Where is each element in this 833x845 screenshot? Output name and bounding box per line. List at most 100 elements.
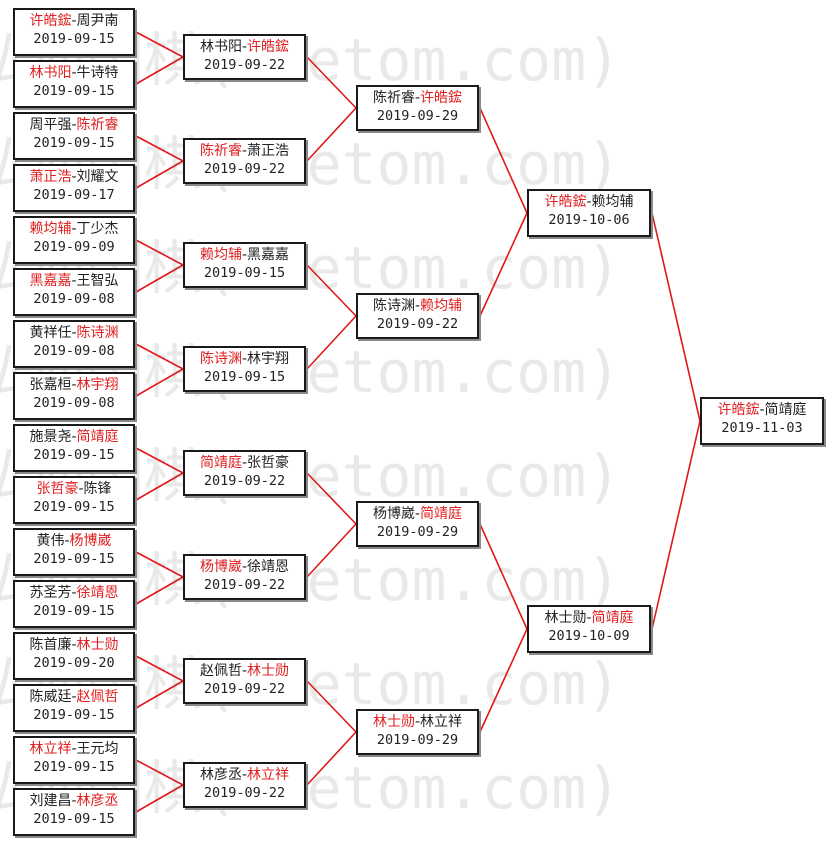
player-name: 林立祥	[247, 767, 290, 783]
player-name: 林士勋	[372, 714, 415, 730]
separator: -	[241, 351, 248, 367]
connector-line	[306, 523, 357, 578]
match-box: 林士勋-林立祥 2019-09-29	[356, 709, 479, 755]
separator: -	[71, 117, 77, 133]
match-date: 2019-09-15	[33, 135, 115, 151]
connector-line	[135, 56, 184, 85]
separator: -	[71, 689, 77, 705]
player-name: 林立祥	[29, 741, 72, 757]
player-name: 林书阳	[29, 65, 72, 81]
player-name: 周平强	[29, 117, 72, 133]
player-name: 杨博崴	[69, 533, 112, 549]
player-name: 萧正浩	[247, 143, 290, 159]
match-players: 张嘉桓-林宇翔	[15, 376, 133, 394]
connector-line	[306, 107, 357, 162]
match-players: 林书阳-许皓鋐	[185, 38, 304, 56]
match-players: 陈诗渊-赖均辅	[358, 297, 477, 315]
match-players: 赖均辅-丁少杰	[15, 220, 133, 238]
match-players: 萧正浩-刘耀文	[15, 168, 133, 186]
match-date: 2019-09-22	[203, 577, 286, 593]
player-name: 许皓鋐	[247, 39, 290, 55]
connector-line	[135, 135, 184, 162]
connector-line	[135, 160, 184, 189]
player-name: 张嘉桓	[29, 377, 72, 393]
match-date: 2019-09-09	[33, 239, 115, 255]
player-name: 许皓鋐	[717, 402, 760, 418]
player-name: 简靖庭	[420, 506, 463, 522]
player-name: 陈祈睿	[76, 117, 119, 133]
player-name: 赖均辅	[591, 194, 634, 210]
match-players: 许皓鋐-简靖庭	[702, 401, 822, 419]
player-name: 赖均辅	[29, 221, 72, 237]
separator: -	[71, 793, 77, 809]
match-date: 2019-09-22	[203, 473, 286, 489]
player-name: 周尹南	[76, 13, 119, 29]
separator: -	[71, 169, 77, 185]
separator: -	[759, 402, 765, 418]
match-date: 2019-09-08	[33, 291, 115, 307]
player-name: 徐靖恩	[247, 559, 290, 575]
match-players: 黑嘉嘉-王智弘	[15, 272, 133, 290]
match-date: 2019-09-29	[376, 524, 459, 540]
separator: -	[241, 247, 248, 263]
separator: -	[71, 741, 77, 757]
connector-line	[135, 759, 184, 786]
player-name: 黄祥任	[29, 325, 72, 341]
connector-line	[135, 784, 184, 813]
connector-line	[651, 420, 701, 630]
match-date: 2019-09-15	[203, 369, 286, 385]
separator: -	[71, 377, 77, 393]
player-name: 徐靖恩	[76, 585, 119, 601]
separator: -	[414, 298, 421, 314]
separator: -	[71, 585, 77, 601]
match-players: 杨博崴-简靖庭	[358, 505, 477, 523]
player-name: 林士勋	[76, 637, 119, 653]
match-date: 2019-09-15	[33, 83, 115, 99]
match-date: 2019-09-20	[33, 655, 115, 671]
player-name: 林书阳	[199, 39, 242, 55]
connector-line	[135, 472, 184, 501]
connector-line	[135, 239, 184, 266]
player-name: 许皓鋐	[29, 13, 72, 29]
match-date: 2019-09-22	[203, 57, 286, 73]
match-players: 黄伟-杨博崴	[15, 532, 133, 550]
player-name: 林宇翔	[76, 377, 119, 393]
player-name: 陈锋	[83, 481, 112, 497]
player-name: 王元均	[76, 741, 119, 757]
player-name: 林士勋	[247, 663, 290, 679]
match-date: 2019-10-09	[548, 628, 630, 644]
player-name: 杨博崴	[199, 559, 242, 575]
player-name: 陈祈睿	[199, 143, 242, 159]
connector-line	[479, 628, 528, 733]
separator: -	[71, 429, 77, 445]
match-date: 2019-09-15	[33, 551, 115, 567]
match-date: 2019-10-06	[548, 212, 630, 228]
player-name: 陈诗渊	[372, 298, 415, 314]
separator: -	[414, 714, 421, 730]
match-date: 2019-09-15	[33, 499, 115, 515]
match-players: 赖均辅-黑嘉嘉	[185, 246, 304, 264]
connector-line	[479, 107, 528, 214]
match-players: 黄祥任-陈诗渊	[15, 324, 133, 342]
connector-line	[135, 368, 184, 397]
player-name: 林立祥	[420, 714, 463, 730]
match-players: 陈诗渊-林宇翔	[185, 350, 304, 368]
player-name: 林彦丞	[199, 767, 242, 783]
connector-line	[135, 655, 184, 682]
player-name: 林宇翔	[247, 351, 290, 367]
match-date: 2019-09-29	[376, 732, 459, 748]
match-players: 周平强-陈祈睿	[15, 116, 133, 134]
